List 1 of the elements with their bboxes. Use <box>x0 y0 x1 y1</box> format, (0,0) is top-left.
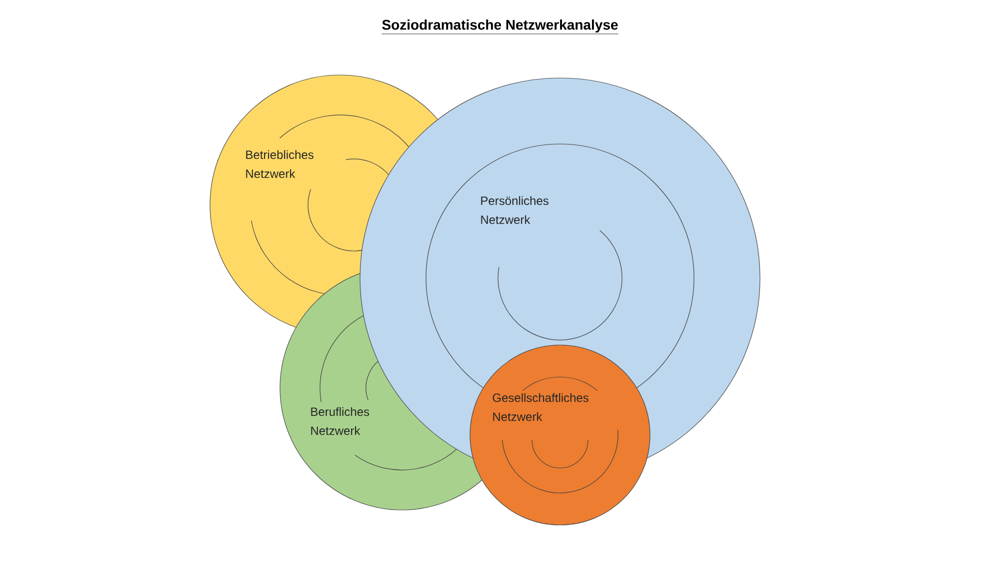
title: Soziodramatische Netzwerkanalyse <box>382 19 618 34</box>
